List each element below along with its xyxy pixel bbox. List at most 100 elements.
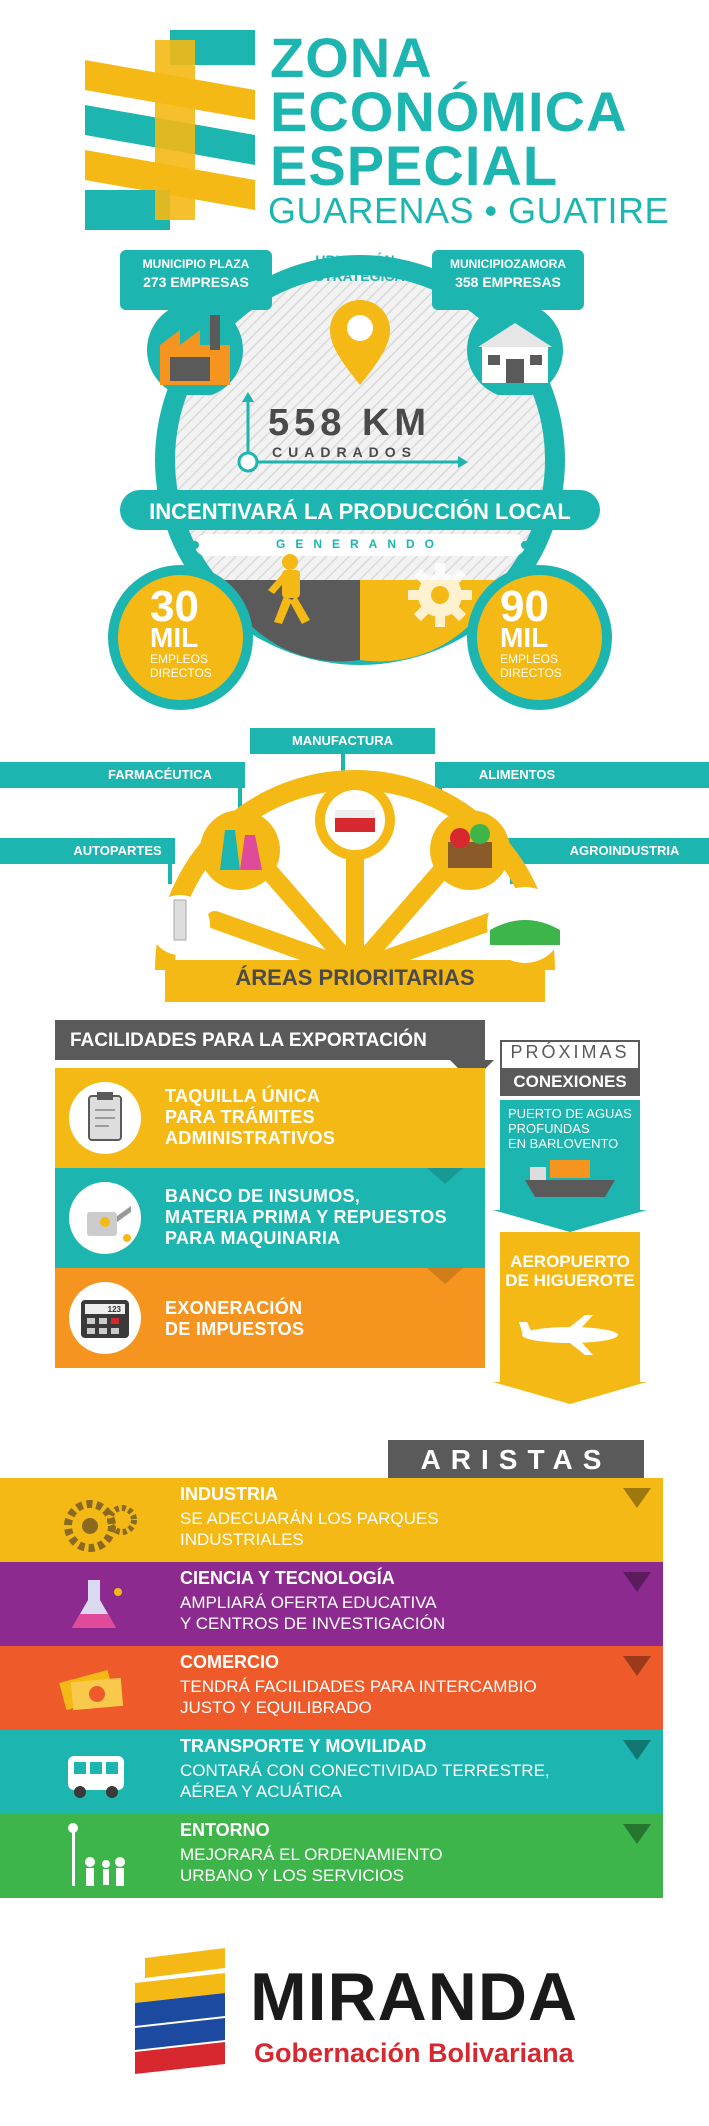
jobs-left-number: 30 <box>150 582 199 631</box>
export-title-bar <box>55 1020 485 1060</box>
arista-line: TENDRÁ FACILIDADES PARA INTERCAMBIO <box>180 1677 537 1696</box>
arista-line: SE ADECUARÁN LOS PARQUES <box>180 1509 439 1528</box>
clipboard-icon <box>69 1082 141 1154</box>
puerto-line: PUERTO DE AGUAS <box>508 1106 632 1121</box>
gears-icon <box>64 1500 137 1552</box>
jobs-left-label-2: DIRECTOS <box>150 666 212 680</box>
export-line: PARA MAQUINARIA <box>165 1228 341 1248</box>
zamora-box <box>432 250 584 310</box>
warehouse-icon <box>467 302 563 395</box>
export-line: MATERIA PRIMA Y REPUESTOS <box>165 1207 447 1227</box>
factory-icon <box>147 302 243 395</box>
arista-head: INDUSTRIA <box>180 1484 278 1504</box>
arista-arrow <box>623 1572 651 1592</box>
jobs-right-label-2: DIRECTOS <box>500 666 562 680</box>
ubicacion-line-2: ESTRATÉGICA <box>305 268 405 284</box>
miranda-logo <box>135 1948 225 2074</box>
title-line-2: ECONÓMICA <box>270 80 628 143</box>
sector-alimentos: ALIMENTOS <box>435 762 709 788</box>
jobs-right-circle <box>477 575 602 700</box>
subtitle: GUARENAS • GUATIRE <box>268 190 669 231</box>
title-line-3: ESPECIAL <box>270 134 559 197</box>
jobs-left-label: EMPLEOS DIRECTOS <box>150 652 212 680</box>
plaza-box <box>120 250 272 310</box>
production-banner: INCENTIVARÁ LA PRODUCCIÓN LOCAL <box>149 499 571 524</box>
arista-line: JUSTO Y EQUILIBRADO <box>180 1698 372 1717</box>
jobs-left-label-1: EMPLEOS <box>150 652 209 666</box>
airplane-icon <box>519 1315 618 1355</box>
calculator-display: 123 <box>108 1305 122 1314</box>
export-line: BANCO DE INSUMOS, <box>165 1186 361 1206</box>
arista-industria: INDUSTRIA SE ADECUARÁN LOS PARQUES INDUS… <box>0 1478 663 1562</box>
export-line: DE IMPUESTOS <box>165 1319 305 1339</box>
conexiones-title-2: CONEXIONES <box>513 1072 627 1091</box>
export-title: FACILIDADES PARA LA EXPORTACIÓN <box>70 1030 427 1051</box>
sector-farmaceutica: FARMACÉUTICA <box>0 762 245 788</box>
sector-agroindustria: AGROINDUSTRIA <box>500 838 709 864</box>
sector-manufactura: MANUFACTURA <box>250 728 435 754</box>
flask-icon <box>72 1580 122 1628</box>
jobs-right-number: 90 <box>500 582 549 631</box>
jobs-right-unit: MIL <box>500 622 549 653</box>
arista-head: CIENCIA Y TECNOLOGÍA <box>180 1568 395 1588</box>
ship-icon <box>525 1160 615 1197</box>
export-arrow-1 <box>427 1168 463 1184</box>
arista-body: AMPLIARÁ OFERTA EDUCATIVA Y CENTROS DE I… <box>180 1592 445 1634</box>
export-item-impuestos: 123 EXONERACIÓN DE IMPUESTOS <box>55 1268 485 1368</box>
arista-entorno: ENTORNO MEJORARÁ EL ORDENAMIENTO URBANO … <box>0 1814 663 1898</box>
puerto-arrow <box>493 1210 647 1232</box>
export-arrow-2 <box>427 1268 463 1284</box>
aeropuerto-box <box>500 1232 640 1382</box>
arista-line: MEJORARÁ EL ORDENAMIENTO <box>180 1845 443 1864</box>
ubicacion-line-1: UBICACIÓN <box>315 252 395 268</box>
aeropuerto-line: AEROPUERTO <box>510 1252 630 1271</box>
arista-line: Y CENTROS DE INVESTIGACIÓN <box>180 1614 446 1633</box>
calculator-icon: 123 <box>69 1282 141 1354</box>
area-value: 558 KM <box>268 402 432 444</box>
generando-label: GENERANDO <box>275 537 444 551</box>
connector-farmaceutica <box>238 788 242 808</box>
sector-autopartes: AUTOPARTES <box>0 838 175 864</box>
aeropuerto-line: DE HIGUEROTE <box>505 1271 635 1290</box>
arista-arrow <box>623 1656 651 1676</box>
sun-graphic <box>150 770 563 1002</box>
arista-head: TRANSPORTE Y MOVILIDAD <box>180 1736 427 1756</box>
export-line: EXONERACIÓN <box>165 1298 303 1318</box>
zona-logo <box>85 30 255 230</box>
export-item-impuestos-text: EXONERACIÓN DE IMPUESTOS <box>165 1298 304 1340</box>
arista-line: URBANO Y LOS SERVICIOS <box>180 1866 404 1885</box>
bus-icon <box>68 1756 124 1798</box>
zamora-name: MUNICIPIOZAMORA <box>450 257 566 271</box>
conexiones-title-top <box>500 1040 640 1070</box>
zamora-companies: 358 EMPRESAS <box>455 274 561 290</box>
puerto-line: PROFUNDAS <box>508 1121 590 1136</box>
arista-line: AMPLIARÁ OFERTA EDUCATIVA <box>180 1593 437 1612</box>
oil-can-icon <box>69 1182 141 1254</box>
plaza-name: MUNICIPIO PLAZA <box>142 257 250 271</box>
arista-ciencia: CIENCIA Y TECNOLOGÍA AMPLIARÁ OFERTA EDU… <box>0 1562 663 1646</box>
conexiones-title-bottom <box>500 1068 640 1096</box>
aristas-title: ARISTAS <box>420 1444 612 1475</box>
arista-comercio: COMERCIO TENDRÁ FACILIDADES PARA INTERCA… <box>0 1646 663 1730</box>
export-item-taquilla: TAQUILLA ÚNICA PARA TRÁMITES ADMINISTRAT… <box>55 1068 485 1168</box>
arista-body: TENDRÁ FACILIDADES PARA INTERCAMBIO JUST… <box>180 1676 537 1718</box>
connector-autopartes <box>168 864 172 884</box>
arista-line: AÉREA Y ACUÁTICA <box>180 1782 342 1801</box>
title-line-1: ZONA <box>270 26 433 89</box>
arista-head: ENTORNO <box>180 1820 270 1840</box>
ubicacion-label: UBICACIÓN ESTRATÉGICA <box>295 252 415 284</box>
jobs-right-label: EMPLEOS DIRECTOS <box>500 652 562 680</box>
export-item-banco: BANCO DE INSUMOS, MATERIA PRIMA Y REPUES… <box>55 1168 485 1268</box>
export-line: TAQUILLA ÚNICA <box>165 1086 321 1106</box>
footer-brand: MIRANDA <box>250 1959 579 2035</box>
export-item-banco-text: BANCO DE INSUMOS, MATERIA PRIMA Y REPUES… <box>165 1186 447 1249</box>
arista-transporte: TRANSPORTE Y MOVILIDAD CONTARÁ CON CONEC… <box>0 1730 663 1814</box>
export-item-taquilla-text: TAQUILLA ÚNICA PARA TRÁMITES ADMINISTRAT… <box>165 1086 335 1149</box>
connector-manufactura <box>341 754 345 774</box>
puerto-line: EN BARLOVENTO <box>508 1136 619 1151</box>
export-line: PARA TRÁMITES <box>165 1107 315 1127</box>
arista-arrow <box>623 1740 651 1760</box>
arista-head: COMERCIO <box>180 1652 279 1672</box>
area-unit: CUADRADOS <box>272 444 417 460</box>
aeropuerto-text: AEROPUERTO DE HIGUEROTE <box>500 1252 640 1290</box>
